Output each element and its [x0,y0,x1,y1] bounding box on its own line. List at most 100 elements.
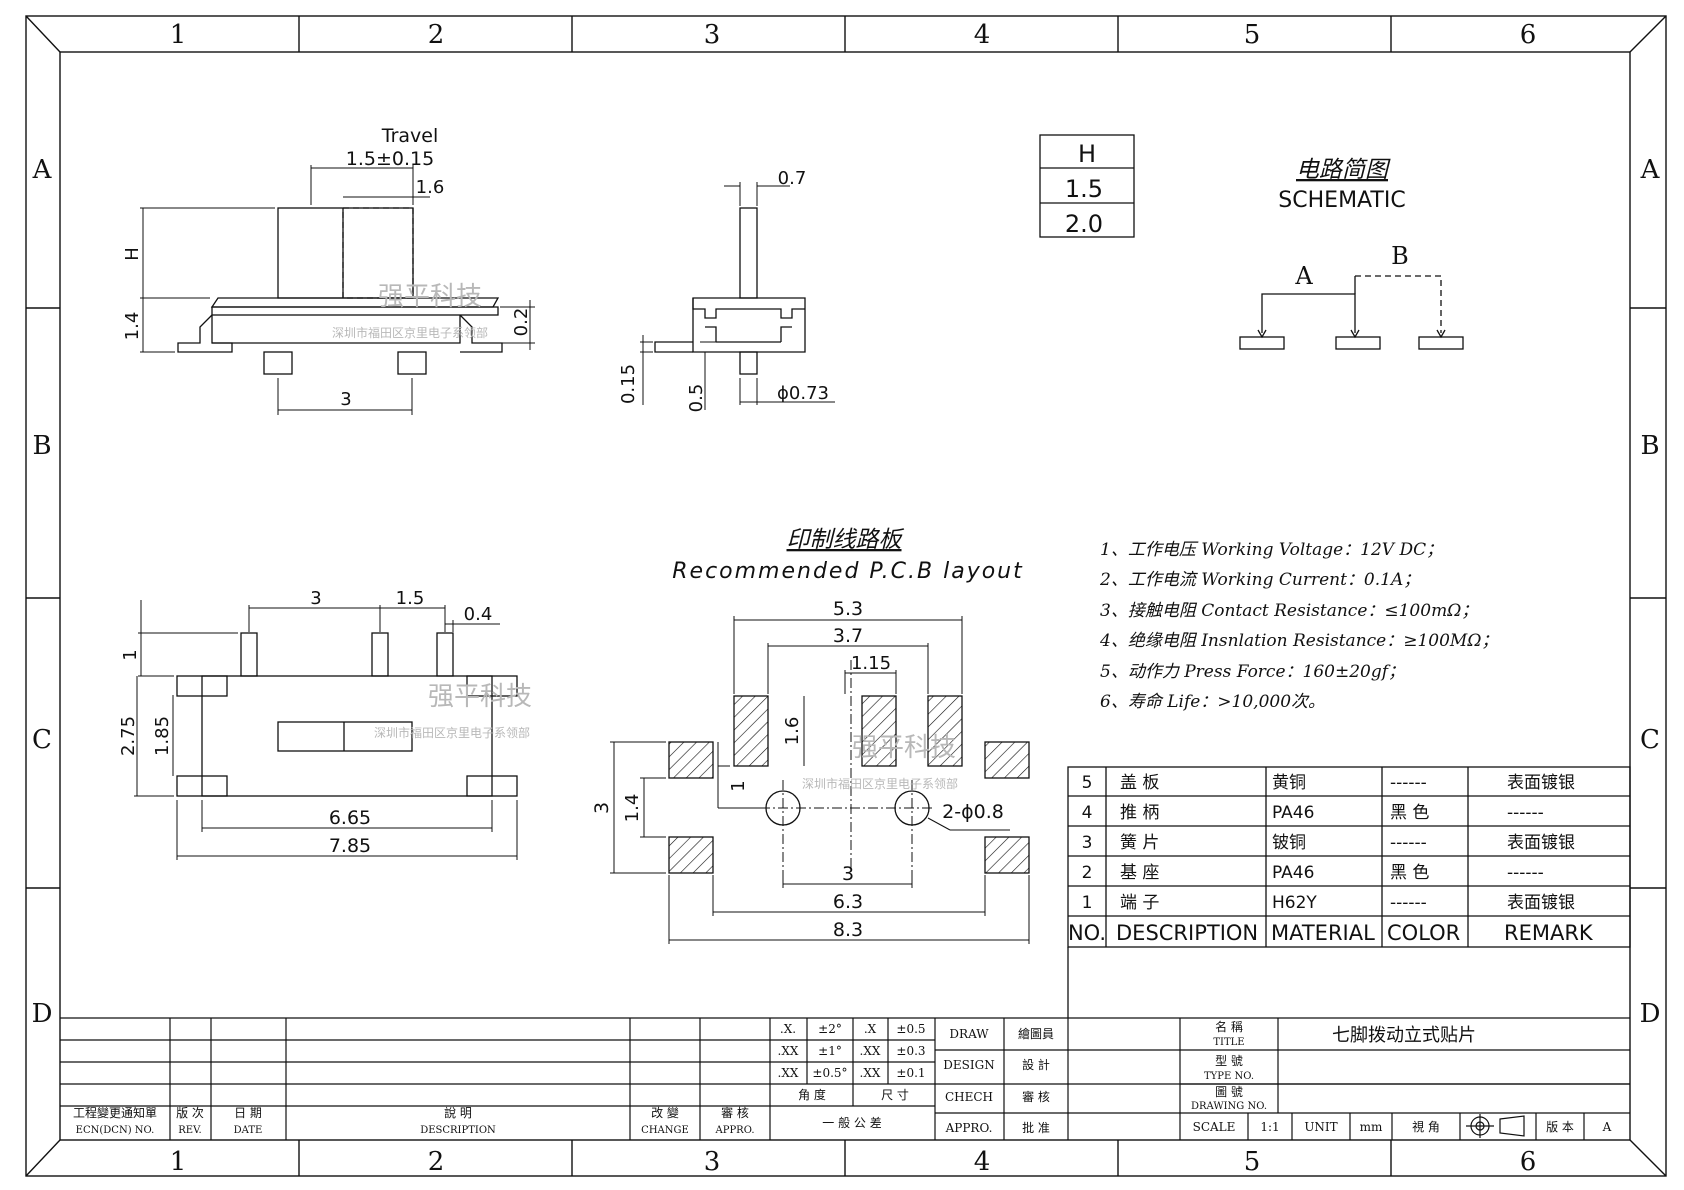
end-view [640,182,835,410]
pcb-dim-3-left: 3 [591,802,613,814]
svg-text:强平科技: 强平科技 [378,282,482,312]
role-draw-en: DRAW [949,1027,989,1041]
rev-header-desc-cn: 說 明 [444,1105,472,1120]
h-table-value-1: 1.5 [1065,175,1103,203]
col-label-3: 3 [704,20,721,50]
col-label-4-bottom: 4 [974,1147,991,1177]
spec-line-2: 2、工作电流 Working Current：0.1A； [1099,570,1420,590]
bom-desc-4: 推 柄 [1120,803,1159,823]
col-label-5-bottom: 5 [1244,1147,1261,1177]
schematic-title-en: SCHEMATIC [1278,188,1405,213]
pcb-layout [610,616,1030,944]
row-label-c-right: C [1640,725,1660,755]
travel-dim: 1.5±0.15 [346,148,434,170]
rev-header-rev-en: REV. [178,1125,201,1136]
bom-no-5: 5 [1082,773,1093,793]
title-block-grid [60,1017,1630,1140]
tol-r2-c1: .XX [778,1044,799,1058]
tol-angle-label: 角 度 [798,1087,826,1102]
tol-r3-c2: ±0.5° [812,1066,847,1080]
bom-header-description: DESCRIPTION [1116,921,1258,945]
col-label-5: 5 [1244,20,1261,50]
h-table-header: H [1078,140,1096,168]
col-label-2: 2 [428,20,445,50]
watermark-2: 强平科技 深圳市福田区京里电子系领部 [374,682,532,740]
row-label-b-right: B [1640,431,1659,461]
tol-r2-c3: .XX [860,1044,881,1058]
bom-header-no: NO. [1068,921,1106,945]
tol-r1-c4: ±0.5 [896,1022,925,1036]
bom-color-1: ------ [1390,893,1427,913]
dim-2-75: 2.75 [118,716,139,756]
outer-frame [25,15,1667,1177]
rev-header-ecn-en: ECN(DCN) NO. [76,1125,155,1136]
pcb-dim-3-bottom: 3 [842,863,854,885]
bom-no-1: 1 [1082,893,1093,913]
version-value: A [1602,1120,1612,1134]
bom-table [1067,766,1631,1018]
bom-remark-3: 表面镀银 [1507,833,1575,853]
tol-r1-c2: ±2° [818,1022,842,1036]
bom-desc-1: 端 子 [1120,893,1159,913]
bom-header-color: COLOR [1387,921,1460,945]
tol-r1-c3: .X [864,1022,877,1036]
svg-text:强平科技: 强平科技 [852,733,956,763]
bom-color-5: ------ [1390,773,1427,793]
role-draw-cn: 繪圖員 [1018,1026,1054,1041]
rev-header-change-cn: 改 變 [651,1105,679,1120]
pcb-dim-6-3: 6.3 [833,891,863,913]
drawing-label-cn: 圖 號 [1215,1085,1243,1099]
pcb-dim-1-15: 1.15 [851,653,891,674]
schematic-label-a: A [1294,262,1313,290]
dim-1-4-side: 1.4 [122,312,143,341]
svg-text:深圳市福田区京里电子系领部: 深圳市福田区京里电子系领部 [802,776,958,791]
unit-label: UNIT [1304,1120,1337,1134]
projection-symbol-icon [1466,1114,1525,1138]
spec-line-4: 4、绝缘电阻 Insnlation Resistance：≥100MΩ； [1099,631,1498,651]
title-label-cn: 名 稱 [1215,1019,1243,1034]
bom-no-2: 2 [1082,863,1093,883]
pcb-dim-1-4: 1.4 [622,794,643,823]
dim-3-side: 3 [340,389,351,410]
rev-header-date-cn: 日 期 [234,1106,262,1120]
row-label-d: D [32,999,53,1029]
inner-frame [59,51,1631,1141]
rev-header-rev-cn: 版 次 [176,1106,204,1120]
col-label-1-bottom: 1 [170,1147,187,1177]
tol-r3-c4: ±0.1 [896,1066,925,1080]
row-label-b: B [32,431,51,461]
rev-header-ecn-cn: 工程變更通知單 [73,1105,157,1120]
dim-0-2: 0.2 [511,308,532,337]
col-label-4: 4 [974,20,991,50]
col-label-6: 6 [1520,20,1537,50]
rev-header-change-en: CHANGE [641,1125,689,1136]
scale-label: SCALE [1193,1120,1236,1134]
dim-0-7: 0.7 [778,168,807,189]
spec-line-3: 3、接触电阻 Contact Resistance：≤100mΩ； [1100,601,1478,621]
bom-mat-5: 黄铜 [1272,773,1306,793]
pcb-dim-3-7: 3.7 [833,625,863,647]
tol-r3-c3: .XX [860,1066,881,1080]
drawing-title-value: 七脚拨动立式贴片 [1332,1025,1476,1046]
pcb-dim-8-3: 8.3 [833,919,863,941]
col-label-6-bottom: 6 [1520,1147,1537,1177]
dim-1-top: 1 [120,649,141,660]
top-view [134,600,518,860]
tol-general-label: 一 般 公 差 [822,1115,881,1130]
version-label: 版 本 [1546,1120,1574,1134]
col-label-3-bottom: 3 [704,1147,721,1177]
bom-desc-3: 簧 片 [1120,833,1159,853]
spec-line-6: 6、寿命 Life：>10,000次。 [1100,692,1325,712]
pcb-dim-holes: 2-ϕ0.8 [942,801,1004,823]
row-label-d-right: D [1640,999,1661,1029]
bom-header-material: MATERIAL [1271,921,1375,945]
travel-label: Travel [381,125,438,147]
unit-value: mm [1360,1120,1383,1134]
bom-desc-2: 基 座 [1120,863,1159,883]
bom-mat-2: PA46 [1272,863,1314,883]
tol-r1-c1: .X. [780,1022,796,1036]
bom-color-3: ------ [1390,833,1427,853]
bom-mat-4: PA46 [1272,803,1314,823]
rev-header-desc-en: DESCRIPTION [420,1125,496,1136]
